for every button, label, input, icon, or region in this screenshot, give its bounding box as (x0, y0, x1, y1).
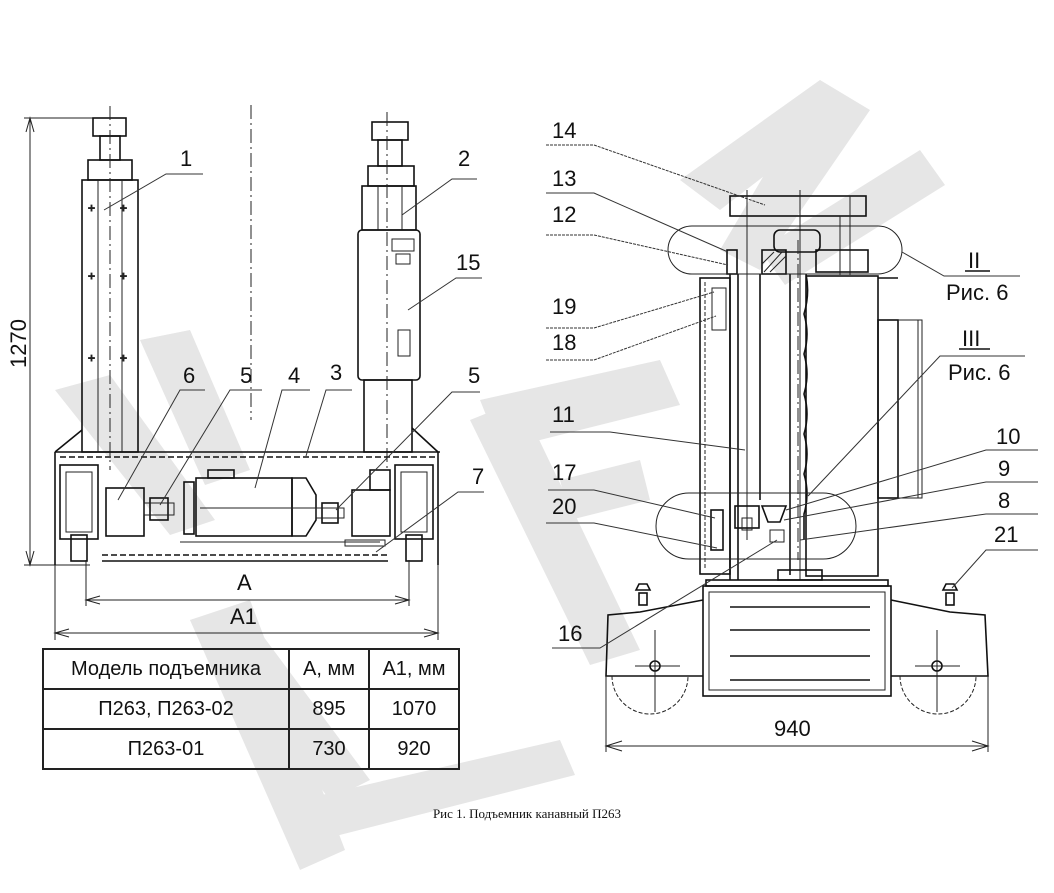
callout-2: 2 (458, 146, 470, 171)
header-a: A, мм (288, 648, 370, 690)
figure-caption: Рис 1. Подъемник канавный П263 (432, 806, 622, 821)
detail-ref-ii: II Рис. 6 (901, 248, 1020, 305)
cell-a: 730 (288, 728, 370, 770)
dimension-table: Модель подъемника A, мм A1, мм П263, П26… (42, 648, 460, 770)
callout-7: 7 (472, 464, 484, 489)
cell-a1: 920 (368, 728, 460, 770)
callout-15: 15 (456, 250, 480, 275)
callout-11: 11 (552, 402, 575, 427)
svg-text:+: + (88, 351, 95, 365)
svg-text:+: + (120, 201, 127, 215)
callout-19: 19 (552, 294, 576, 319)
base-frame (54, 427, 440, 565)
left-column: + + + + + + (81, 106, 139, 470)
callout-16: 16 (558, 621, 582, 646)
callout-3: 3 (330, 360, 342, 385)
table-row: П263-01 730 920 (42, 728, 460, 770)
cell-a1: 1070 (368, 688, 460, 730)
callout-18: 18 (552, 330, 576, 355)
callout-20: 20 (552, 494, 576, 519)
left-side-view: 1270 + + + + + + (6, 105, 484, 640)
callout-21: 21 (994, 522, 1018, 547)
callout-9: 9 (998, 456, 1010, 481)
callout-10: 10 (996, 424, 1020, 449)
width-940-dimension: 940 (604, 676, 990, 752)
header-a1: A1, мм (368, 648, 460, 690)
right-front-view: 940 14 13 12 19 18 11 17 20 16 10 9 (546, 118, 1038, 752)
detail-iii-outline (655, 492, 857, 560)
adjust-knob-right (941, 583, 959, 606)
header-model: Модель подъемника (42, 648, 290, 690)
detail-ii-roman: II (968, 248, 980, 273)
callout-6: 6 (183, 363, 195, 388)
callout-1: 1 (180, 146, 192, 171)
table-header-row: Модель подъемника A, мм A1, мм (42, 648, 460, 690)
detail-ii-ref: Рис. 6 (946, 280, 1008, 305)
svg-text:+: + (120, 269, 127, 283)
height-dimension: 1270 (6, 116, 96, 567)
cell-model: П263-01 (42, 728, 290, 770)
width-value: 940 (774, 716, 811, 741)
height-value: 1270 (6, 319, 31, 368)
cell-a: 895 (288, 688, 370, 730)
right-column (357, 112, 421, 470)
dimension-a1-label: A1 (230, 604, 257, 629)
callout-13: 13 (552, 166, 576, 191)
detail-iii-ref: Рис. 6 (948, 360, 1010, 385)
detail-iii-roman: III (962, 326, 980, 351)
adjust-knob-left (634, 583, 652, 606)
callout-14: 14 (552, 118, 576, 143)
svg-text:+: + (88, 269, 95, 283)
detail-ref-iii: III Рис. 6 (807, 326, 1025, 497)
svg-text:+: + (120, 351, 127, 365)
dimension-a-label: A (237, 570, 252, 595)
callout-17: 17 (552, 460, 576, 485)
callout-5b: 5 (468, 363, 480, 388)
callout-8: 8 (998, 488, 1010, 513)
callout-5a: 5 (240, 363, 252, 388)
callout-4: 4 (288, 363, 300, 388)
svg-text:+: + (88, 201, 95, 215)
cell-model: П263, П263-02 (42, 688, 290, 730)
left-callouts: 1 2 15 6 5 4 3 5 7 (103, 146, 484, 553)
right-callouts: 14 13 12 19 18 11 17 20 16 10 9 8 21 (546, 118, 1038, 649)
width-dimensions: A A1 (53, 560, 440, 640)
callout-12: 12 (552, 202, 576, 227)
table-row: П263, П263-02 895 1070 (42, 688, 460, 730)
detail-ii-outline (667, 225, 903, 275)
